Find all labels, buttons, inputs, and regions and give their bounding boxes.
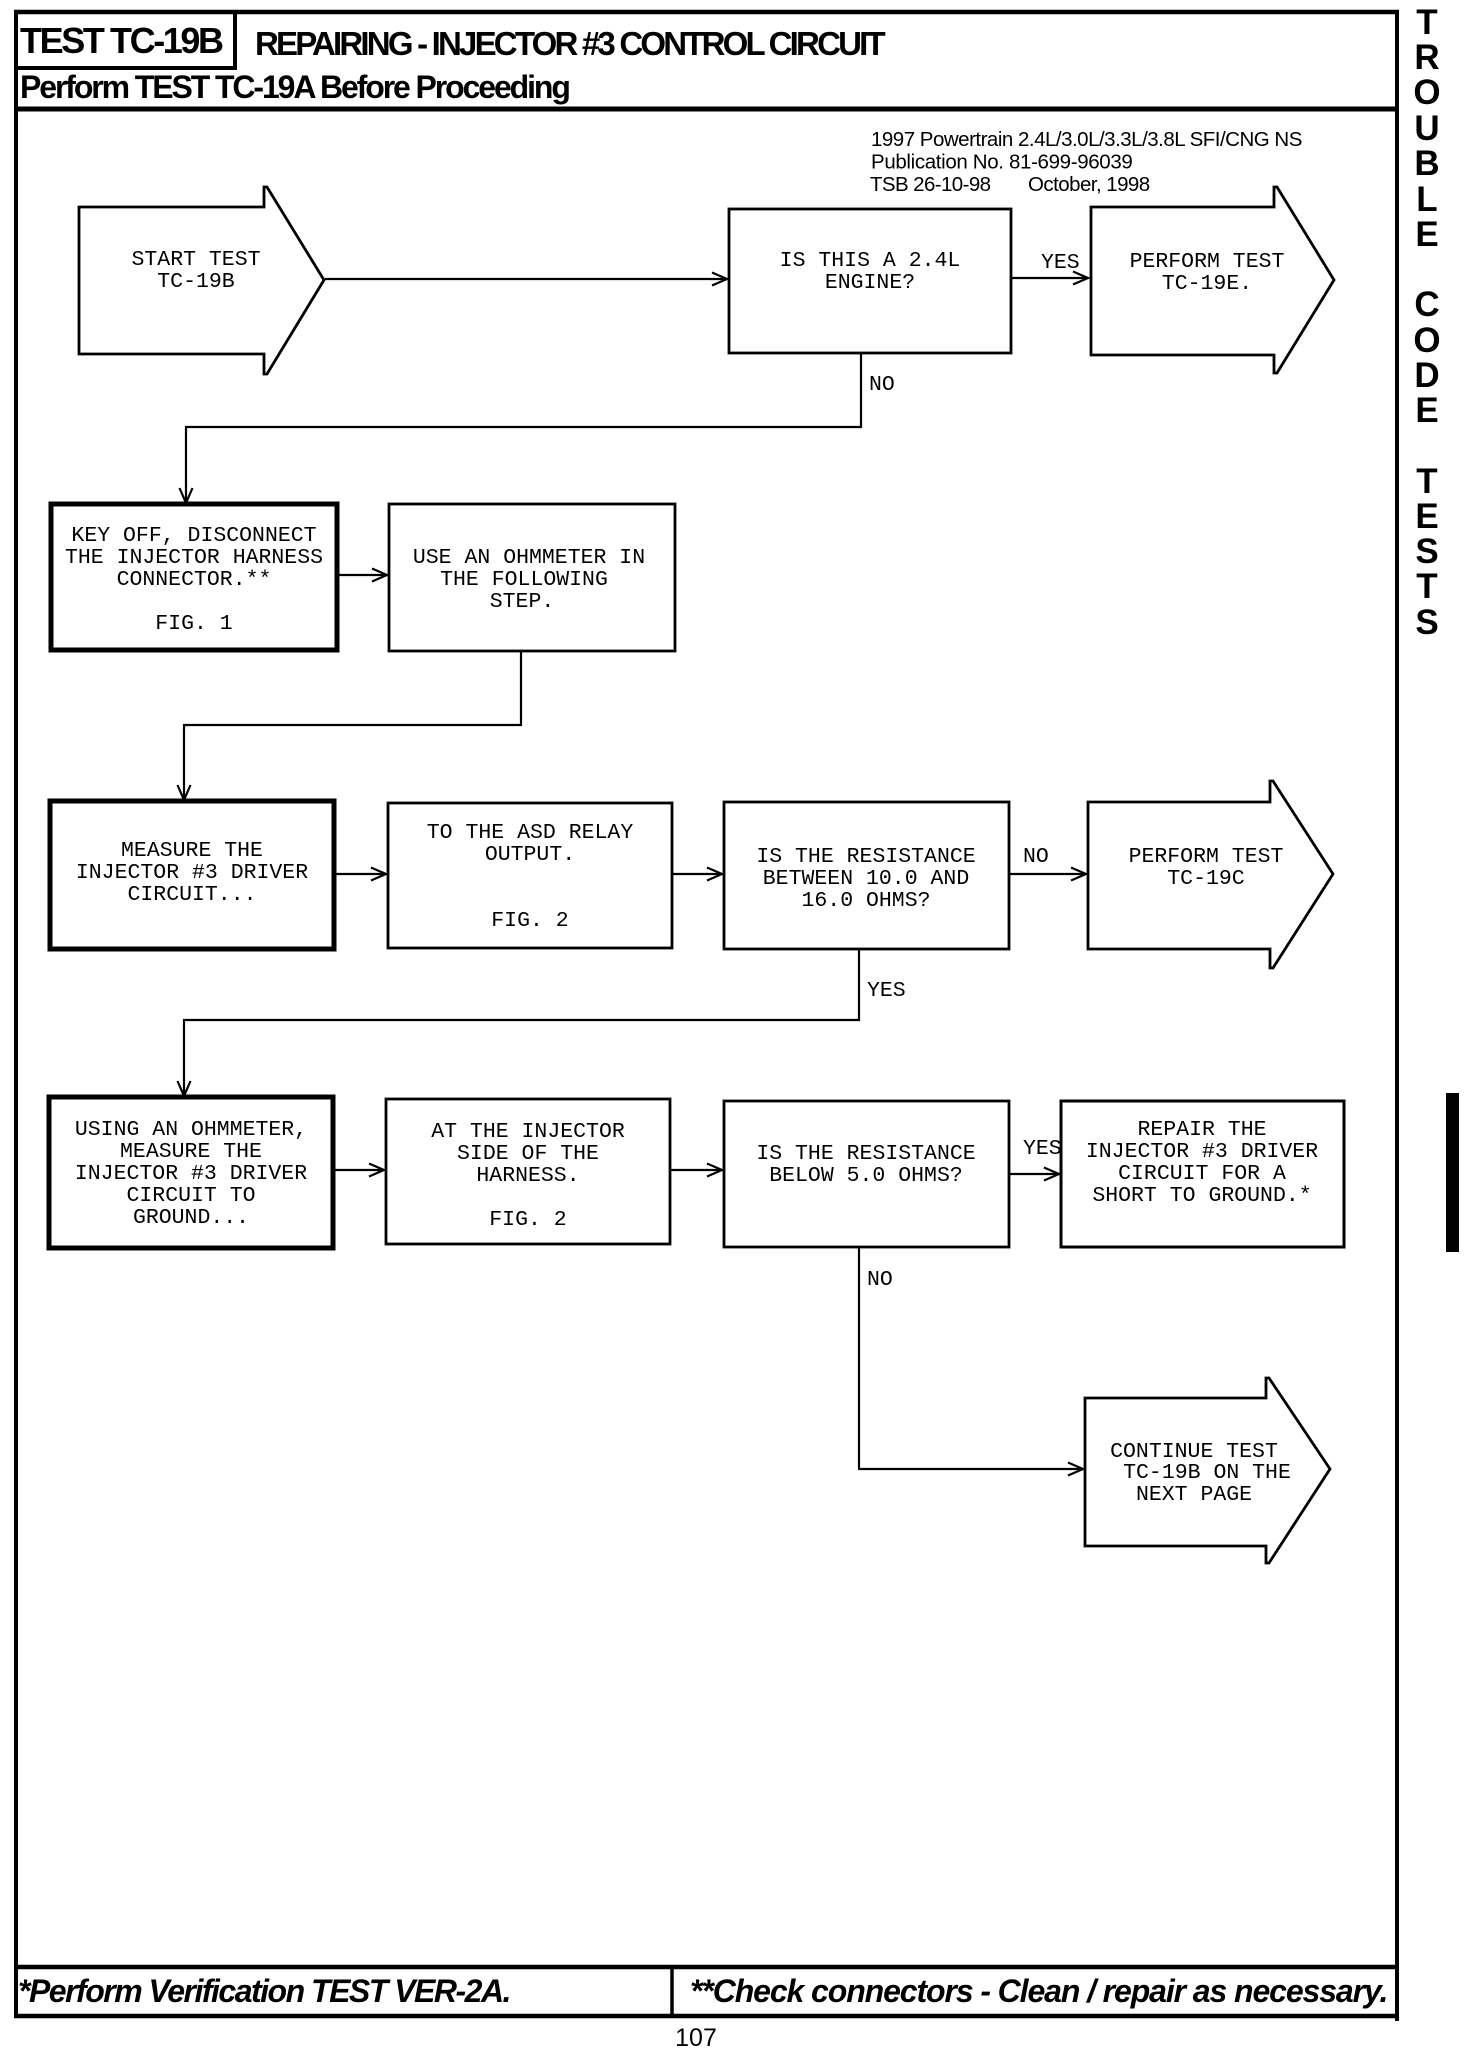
svg-text:CONTINUE TEST: CONTINUE TEST (1110, 1440, 1278, 1464)
svg-text:TC-19E.: TC-19E. (1162, 272, 1252, 296)
svg-text:REPAIRING - INJECTOR #3 CONTRO: REPAIRING - INJECTOR #3 CONTROL CIRCUIT (255, 25, 886, 62)
svg-text:GROUND...: GROUND... (133, 1206, 249, 1230)
svg-text:U: U (1414, 109, 1439, 148)
svg-text:REPAIR THE: REPAIR THE (1137, 1118, 1266, 1142)
svg-text:IS THE RESISTANCE: IS THE RESISTANCE (756, 1142, 975, 1166)
svg-text:Perform TEST TC-19A Before Pro: Perform TEST TC-19A Before Proceeding (20, 69, 569, 105)
svg-text:NEXT PAGE: NEXT PAGE (1136, 1483, 1252, 1507)
svg-text:*Perform Verification TEST VER: *Perform Verification TEST VER-2A. (18, 1973, 510, 2009)
svg-text:STEP.: STEP. (490, 590, 555, 614)
svg-text:BETWEEN 10.0 AND: BETWEEN 10.0 AND (763, 867, 969, 891)
svg-text:IS THE RESISTANCE: IS THE RESISTANCE (756, 845, 975, 869)
svg-text:T: T (1416, 462, 1437, 501)
svg-text:D: D (1414, 356, 1439, 395)
svg-text:INJECTOR #3 DRIVER: INJECTOR #3 DRIVER (76, 861, 308, 885)
svg-text:KEY OFF, DISCONNECT: KEY OFF, DISCONNECT (71, 524, 316, 548)
svg-text:FIG. 2: FIG. 2 (489, 1208, 566, 1232)
svg-text:O: O (1413, 73, 1440, 112)
svg-text:CIRCUIT...: CIRCUIT... (127, 883, 256, 907)
svg-text:TSB 26-10-98: TSB 26-10-98 (870, 173, 991, 196)
svg-text:C: C (1414, 285, 1439, 324)
svg-text:START TEST: START TEST (131, 248, 260, 272)
svg-text:Publication No. 81-699-96039: Publication No. 81-699-96039 (871, 151, 1132, 174)
svg-text:YES: YES (1023, 1137, 1062, 1161)
svg-text:CIRCUIT TO: CIRCUIT TO (126, 1184, 255, 1208)
svg-text:ENGINE?: ENGINE? (825, 271, 915, 295)
svg-text:USE AN OHMMETER IN: USE AN OHMMETER IN (413, 546, 645, 570)
svg-text:SHORT TO GROUND.*: SHORT TO GROUND.* (1092, 1184, 1311, 1208)
svg-text:1997 Powertrain 2.4L/3.0L/3.3L: 1997 Powertrain 2.4L/3.0L/3.3L/3.8L SFI/… (871, 128, 1302, 151)
svg-text:YES: YES (867, 979, 906, 1003)
svg-text:AT THE INJECTOR: AT THE INJECTOR (431, 1120, 625, 1144)
svg-text:S: S (1415, 532, 1438, 571)
svg-text:FIG. 1: FIG. 1 (155, 612, 232, 636)
svg-text:INJECTOR #3 DRIVER: INJECTOR #3 DRIVER (75, 1162, 307, 1186)
svg-text:TC-19B: TC-19B (157, 270, 235, 294)
svg-text:B: B (1414, 144, 1439, 183)
svg-text:T: T (1416, 3, 1437, 42)
svg-text:S: S (1415, 603, 1438, 642)
svg-text:October, 1998: October, 1998 (1028, 173, 1150, 196)
svg-text:**Check connectors - Clean / r: **Check connectors - Clean / repair as n… (690, 1973, 1387, 2009)
svg-text:USING AN OHMMETER,: USING AN OHMMETER, (75, 1118, 307, 1142)
svg-text:HARNESS.: HARNESS. (476, 1164, 579, 1188)
svg-text:TC-19C: TC-19C (1167, 867, 1244, 891)
svg-text:E: E (1415, 391, 1438, 430)
svg-text:OUTPUT.: OUTPUT. (485, 843, 575, 867)
svg-text:PERFORM TEST: PERFORM TEST (1130, 250, 1285, 274)
svg-text:THE INJECTOR HARNESS: THE INJECTOR HARNESS (65, 546, 323, 570)
svg-text:T: T (1416, 567, 1437, 606)
svg-text:NO: NO (867, 1268, 893, 1292)
svg-text:MEASURE THE: MEASURE THE (120, 1140, 262, 1164)
svg-text:107: 107 (675, 2024, 717, 2050)
svg-text:MEASURE THE: MEASURE THE (121, 839, 263, 863)
svg-text:PERFORM TEST: PERFORM TEST (1129, 845, 1284, 869)
svg-text:O: O (1413, 321, 1440, 360)
svg-text:NO: NO (1023, 845, 1049, 869)
svg-text:E: E (1415, 497, 1438, 536)
svg-text:BELOW 5.0 OHMS?: BELOW 5.0 OHMS? (769, 1164, 963, 1188)
svg-text:TC-19B ON THE: TC-19B ON THE (1123, 1461, 1291, 1485)
svg-text:INJECTOR #3 DRIVER: INJECTOR #3 DRIVER (1086, 1140, 1318, 1164)
svg-text:CIRCUIT FOR A: CIRCUIT FOR A (1118, 1162, 1286, 1186)
svg-text:R: R (1414, 38, 1439, 77)
svg-text:SIDE OF THE: SIDE OF THE (457, 1142, 599, 1166)
svg-text:YES: YES (1041, 251, 1080, 275)
svg-text:NO: NO (869, 373, 895, 397)
svg-text:THE FOLLOWING: THE FOLLOWING (440, 568, 608, 592)
svg-text:IS THIS A 2.4L: IS THIS A 2.4L (780, 249, 961, 273)
svg-text:TEST TC-19B: TEST TC-19B (20, 20, 223, 61)
svg-text:16.0 OHMS?: 16.0 OHMS? (801, 889, 930, 913)
svg-text:L: L (1416, 180, 1437, 219)
svg-text:TO THE ASD RELAY: TO THE ASD RELAY (427, 821, 634, 845)
svg-text:FIG. 2: FIG. 2 (491, 909, 568, 933)
svg-text:E: E (1415, 215, 1438, 254)
svg-text:CONNECTOR.**: CONNECTOR.** (117, 568, 272, 592)
